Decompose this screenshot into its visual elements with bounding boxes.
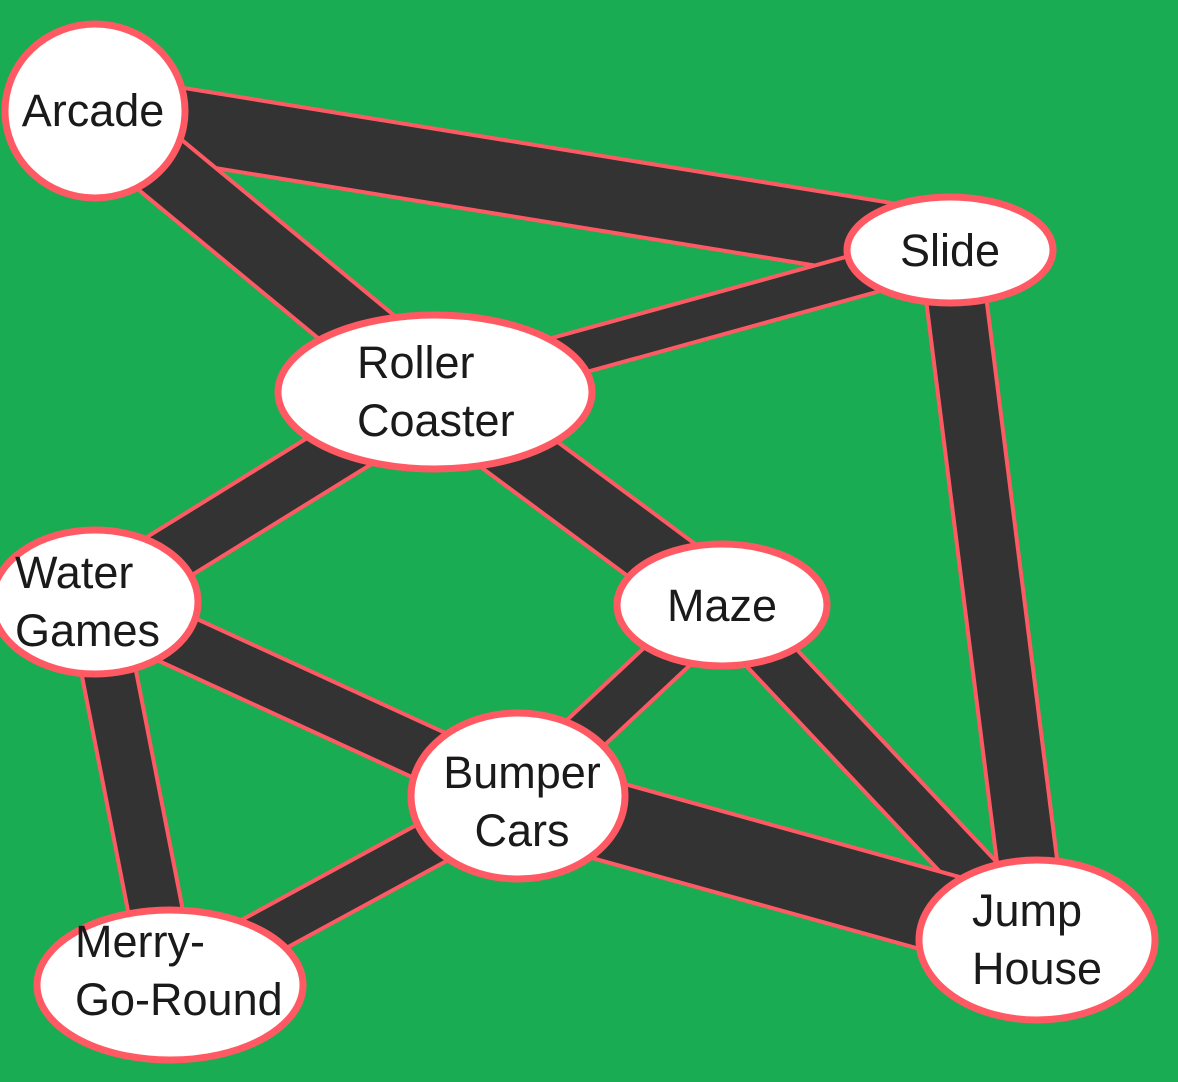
node-maze: Maze (613, 540, 831, 670)
node-label: Bumper (443, 747, 601, 798)
node-label: Go-Round (75, 974, 283, 1025)
node-label: Arcade (22, 85, 165, 136)
node-label: Jump (972, 885, 1082, 936)
node-ellipse (843, 193, 1057, 307)
node-label: Roller (357, 337, 475, 388)
node-label: Games (15, 605, 160, 656)
node-label: Maze (667, 580, 777, 631)
node-merry-go-round: Merry- Go-Round (33, 906, 307, 1064)
edge-band (89, 76, 956, 285)
node-label: Water (15, 547, 133, 598)
node-ellipse (407, 709, 629, 883)
node-label: Cars (474, 805, 569, 856)
node-arcade: Arcade (1, 20, 189, 202)
node-ellipse (0, 526, 202, 678)
node-label: Merry- (75, 916, 205, 967)
edge-band (922, 246, 1065, 944)
node-slide: Slide (843, 193, 1057, 307)
node-ellipse (274, 311, 596, 473)
edge-arcade-slide (88, 72, 957, 289)
node-label: Slide (900, 225, 1000, 276)
node-ellipse (1, 20, 189, 202)
node-ellipse (915, 856, 1159, 1024)
node-ellipse (33, 906, 307, 1064)
edge-slide-jump-house (918, 245, 1069, 945)
node-ellipse (613, 540, 831, 670)
node-label: Coaster (357, 395, 515, 446)
node-label: House (972, 943, 1102, 994)
